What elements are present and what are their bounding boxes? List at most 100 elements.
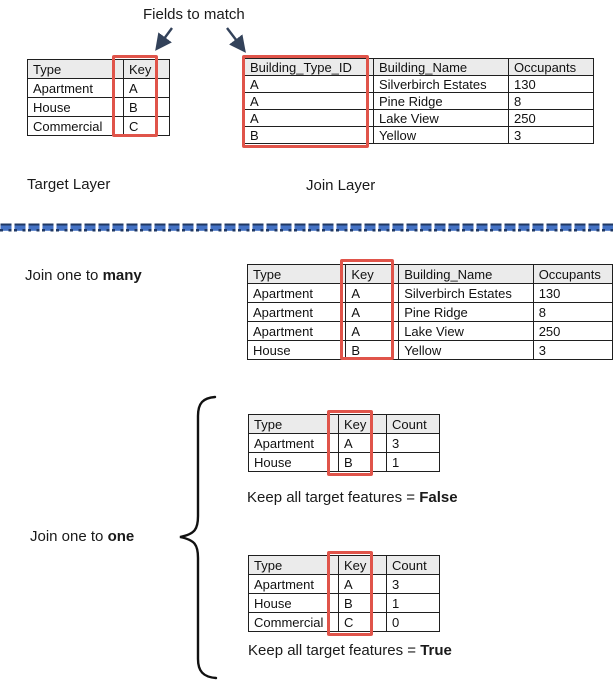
table-cell: 250 <box>508 109 594 127</box>
column-header: Key <box>345 264 400 284</box>
table-cell: 130 <box>508 75 594 93</box>
table-cell: 250 <box>532 321 613 341</box>
column-header: Building_Type_ID <box>244 58 374 76</box>
table-cell: B <box>123 97 170 117</box>
table-cell: House <box>248 452 339 472</box>
table-cell: C <box>338 612 387 632</box>
column-header: Key <box>338 555 387 575</box>
table-cell: A <box>338 574 387 594</box>
table-cell: Silverbirch Estates <box>398 283 534 303</box>
curly-brace-icon <box>179 395 218 680</box>
join-one-to-many-label-bold: many <box>102 267 142 284</box>
column-header: Occupants <box>508 58 594 76</box>
column-header: Building_Name <box>398 264 534 284</box>
keep-false-caption-prefix: Keep all target features = <box>247 489 420 506</box>
arrow-down-right-icon <box>226 27 246 53</box>
column-header: Type <box>248 555 339 575</box>
table-cell: Apartment <box>27 78 124 98</box>
table-cell: A <box>123 78 170 98</box>
table-cell: Pine Ridge <box>398 302 534 322</box>
table-cell: B <box>345 340 400 360</box>
table-cell: 3 <box>508 126 594 144</box>
column-header: Count <box>386 555 440 575</box>
table-cell: Commercial <box>248 612 339 632</box>
keep-false-caption: Keep all target features = False <box>247 489 458 506</box>
table-cell: A <box>345 321 400 341</box>
table-cell: C <box>123 116 170 136</box>
join-one-to-one-label: Join one to one <box>30 528 134 545</box>
table-cell: B <box>244 126 374 144</box>
table-cell: 3 <box>532 340 613 360</box>
join-layer-label: Join Layer <box>306 177 376 194</box>
table-cell: Commercial <box>27 116 124 136</box>
column-header: Occupants <box>532 264 613 284</box>
table-cell: 8 <box>508 92 594 110</box>
table-cell: A <box>345 302 400 322</box>
table-cell: Pine Ridge <box>373 92 509 110</box>
column-header: Count <box>386 414 440 434</box>
keep-false-caption-bold: False <box>419 489 458 506</box>
table-cell: A <box>244 92 374 110</box>
column-header: Key <box>338 414 387 434</box>
table-cell: A <box>244 109 374 127</box>
column-header: Type <box>246 264 347 284</box>
column-header: Type <box>27 59 124 79</box>
table-cell: House <box>248 593 339 613</box>
table-cell: Apartment <box>246 302 347 322</box>
table-cell: Lake View <box>373 109 509 127</box>
table-cell: 1 <box>386 593 440 613</box>
table-cell: 1 <box>386 452 440 472</box>
column-header: Building_Name <box>373 58 509 76</box>
join-one-to-one-label-prefix: Join one to <box>30 528 108 545</box>
table-cell: House <box>27 97 124 117</box>
table-cell: Apartment <box>248 574 339 594</box>
table-cell: 130 <box>532 283 613 303</box>
table-cell: Yellow <box>373 126 509 144</box>
table-cell: A <box>244 75 374 93</box>
table-cell: A <box>345 283 400 303</box>
keep-true-caption-prefix: Keep all target features = <box>248 642 421 659</box>
table-cell: B <box>338 593 387 613</box>
fields-to-match-label: Fields to match <box>143 6 245 23</box>
table-cell: Silverbirch Estates <box>373 75 509 93</box>
keep-true-caption: Keep all target features = True <box>248 642 452 659</box>
table-cell: Lake View <box>398 321 534 341</box>
column-header: Key <box>123 59 170 79</box>
table-cell: Apartment <box>246 321 347 341</box>
table-cell: B <box>338 452 387 472</box>
join-one-to-many-label: Join one to many <box>25 267 142 284</box>
dashed-divider-line <box>0 223 613 233</box>
table-cell: Yellow <box>398 340 534 360</box>
table-cell: 3 <box>386 433 440 453</box>
table-cell: 3 <box>386 574 440 594</box>
join-one-to-many-label-prefix: Join one to <box>25 267 103 284</box>
table-cell: Apartment <box>248 433 339 453</box>
column-header: Type <box>248 414 339 434</box>
keep-true-caption-bold: True <box>420 642 452 659</box>
